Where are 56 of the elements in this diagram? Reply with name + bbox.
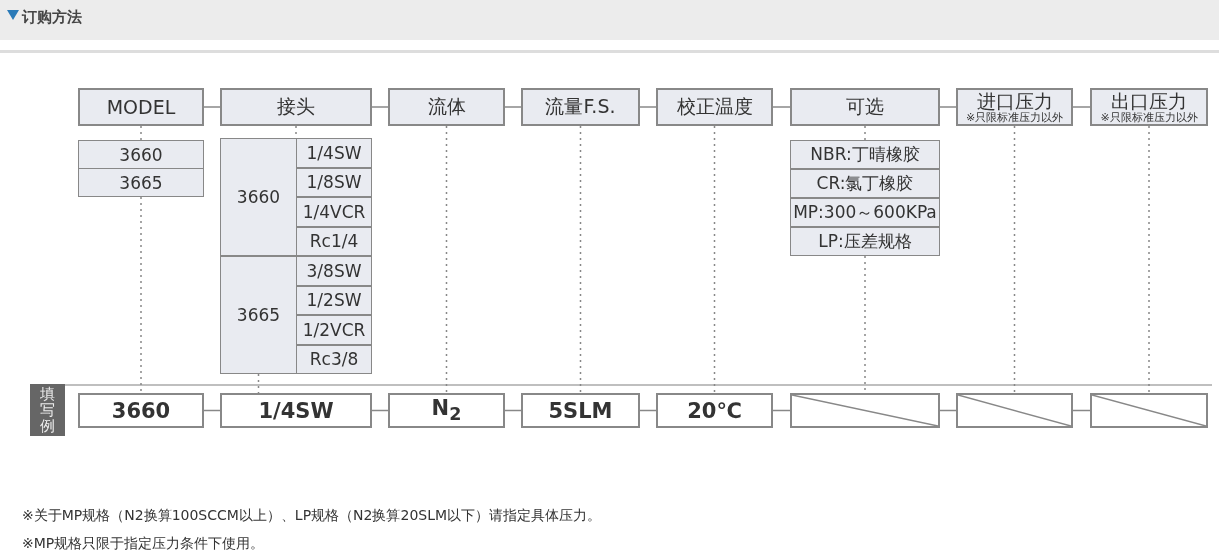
dotted-line: [140, 196, 142, 394]
dotted-line: [1148, 125, 1150, 394]
example-box: N$_{2}$: [388, 393, 505, 428]
header-box: 校正温度: [656, 88, 773, 126]
header-text: 出口压力: [1111, 90, 1187, 112]
header-box: MODEL: [78, 88, 204, 126]
option-cell: 1/4SW: [296, 138, 372, 168]
option-cell: 1/2VCR: [296, 315, 372, 345]
blank-box: [790, 393, 940, 428]
footnote: ※关于MP规格（N2换算100SCCM以上）、LP规格（N2换算20SLM以下）请指定具体压力。: [22, 507, 602, 525]
header-text: 进口压力: [976, 90, 1053, 112]
option-cell: 3665: [78, 168, 204, 197]
header-box: [956, 88, 1073, 126]
header-note: ※只限标准压力以外: [965, 112, 1064, 124]
header-box: 流体: [388, 88, 505, 126]
title: 订购方法: [22, 8, 82, 27]
header-box: 接头: [220, 88, 372, 126]
header-note: ※只限标准压力以外: [1100, 112, 1198, 124]
option-cell: 3/8SW: [296, 256, 372, 286]
dotted-line: [140, 125, 142, 141]
option-cell: 3660: [220, 138, 297, 256]
blank-box: [1090, 393, 1208, 428]
connector-line: [504, 106, 522, 108]
connector-line: [639, 106, 657, 108]
connector-line: [1072, 106, 1091, 108]
example-box: 1/4SW: [220, 393, 372, 428]
connector-line: [371, 106, 389, 108]
connector-line: [203, 106, 221, 108]
blank-box: [956, 393, 1073, 428]
option-cell: NBR:丁晴橡胶: [790, 140, 940, 169]
dotted-line: [864, 125, 866, 141]
row-label: 填写例: [30, 384, 65, 436]
dotted-line: [1013, 125, 1016, 394]
dotted-line: [445, 125, 448, 394]
option-cell: 3660: [78, 140, 204, 169]
header-box: 流量F.S.: [521, 88, 640, 126]
example-box: 3660: [78, 393, 204, 428]
option-cell: 3665: [220, 256, 297, 374]
option-cell: Rc1/4: [296, 226, 372, 256]
option-cell: 1/4VCR: [296, 197, 372, 227]
example-box: 5SLM: [521, 393, 640, 428]
dotted-line: [713, 125, 716, 394]
option-cell: 1/8SW: [296, 167, 372, 197]
header-box: 可选: [790, 88, 940, 126]
dotted-line: [579, 125, 582, 394]
header-box: [1090, 88, 1208, 126]
option-cell: LP:压差规格: [790, 227, 940, 256]
footnote: ※MP规格只限于指定压力条件下使用。: [22, 535, 265, 553]
dotted-line: [257, 373, 260, 394]
connector-line: [772, 106, 791, 108]
example-box: 20℃: [656, 393, 773, 428]
connector-line: [939, 106, 957, 108]
option-cell: Rc3/8: [296, 344, 372, 374]
option-cell: 1/2SW: [296, 285, 372, 315]
option-cell: CR:氯丁橡胶: [790, 169, 940, 198]
option-cell: MP:300～600KPa: [790, 198, 940, 227]
